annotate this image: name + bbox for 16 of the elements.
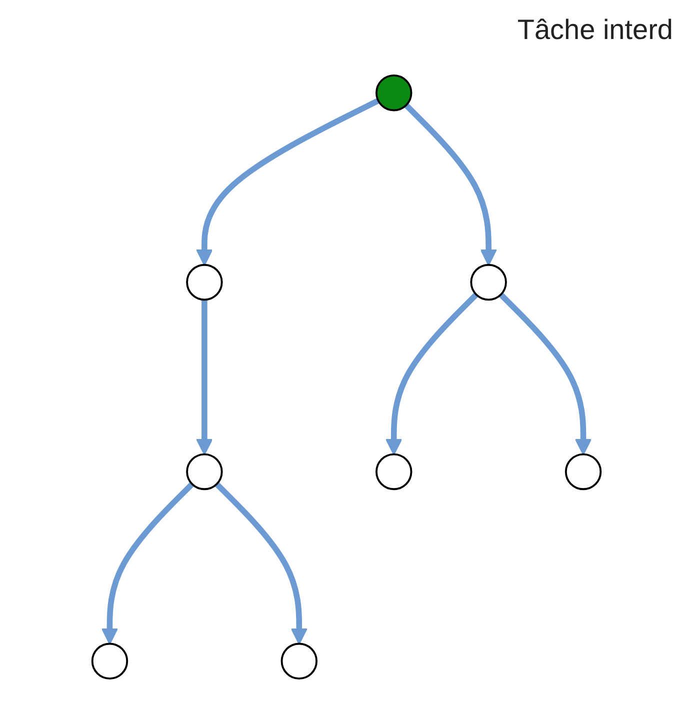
node-circle xyxy=(280,642,318,680)
node-circle xyxy=(376,453,412,490)
arrow xyxy=(196,98,380,266)
node-circle xyxy=(470,264,507,301)
node-circle xyxy=(91,642,128,680)
node-circle xyxy=(564,453,602,490)
arrow xyxy=(385,292,478,456)
node-circle xyxy=(186,453,223,490)
arrow xyxy=(214,482,308,645)
arrow xyxy=(404,103,498,266)
node-circle xyxy=(186,264,223,301)
arrow xyxy=(196,300,213,456)
node-circle xyxy=(376,74,412,112)
arrow xyxy=(101,482,194,645)
title: Tâche interd xyxy=(517,14,673,46)
arrow xyxy=(498,292,592,456)
